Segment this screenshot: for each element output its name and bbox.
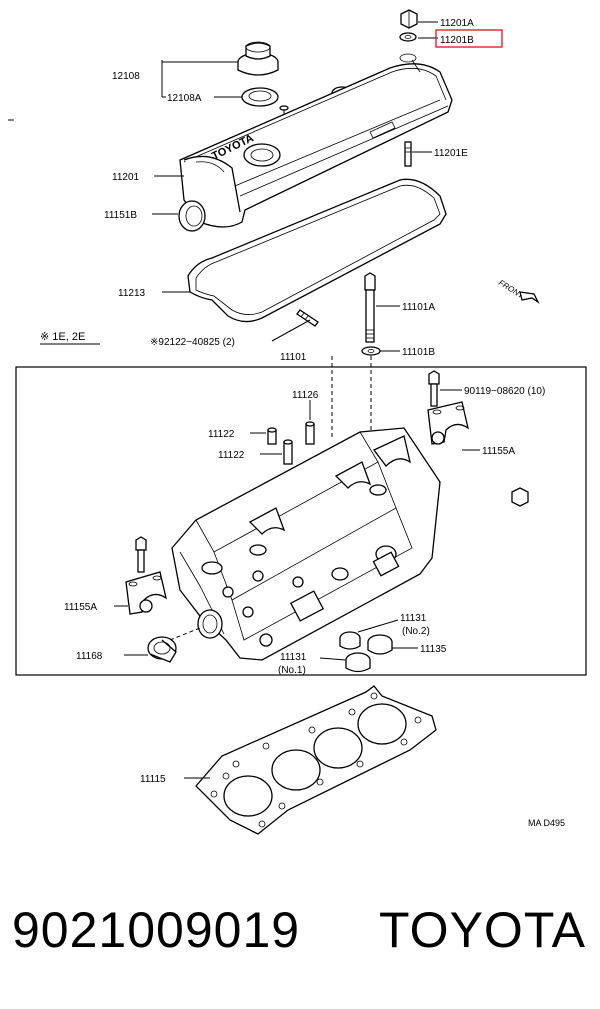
label-11151B: 11151B	[104, 210, 137, 221]
label-11155A-left: 11155A	[64, 602, 97, 613]
label-11126: 11126	[292, 390, 319, 401]
label-11168: 11168	[76, 651, 103, 662]
bearing-cap-right	[427, 401, 470, 445]
head-bolt-11101A	[364, 272, 376, 343]
label-12108A: 12108A	[167, 93, 202, 104]
bearing-cap-left	[125, 571, 168, 615]
dowel-pins	[267, 421, 315, 465]
label-11201: 11201	[112, 172, 140, 183]
bolt-left	[135, 536, 147, 573]
diagram-code: MA D495	[528, 818, 565, 828]
stud-92122	[296, 309, 319, 327]
highlight-box	[435, 29, 503, 48]
plug-11135	[367, 634, 393, 655]
front-arrow-icon	[519, 291, 540, 304]
cylinder-head-cover: TOYOTA	[179, 53, 453, 228]
assembly-frame	[15, 366, 587, 676]
label-11101: 11101	[280, 352, 307, 363]
stud-bolt-11201E	[404, 141, 412, 167]
seal-11168	[147, 636, 177, 663]
label-12108: 12108	[112, 71, 140, 82]
label-11131-no1-sub: (No.1)	[278, 665, 306, 676]
engine-note: ※ 1E, 2E	[40, 331, 85, 343]
label-11201E: 11201E	[434, 148, 468, 159]
head-cover-gasket	[187, 178, 447, 323]
label-11131-no1: 11131	[280, 652, 307, 663]
label-11131-no2-sub: (No.2)	[402, 626, 430, 637]
filler-cap-gasket	[241, 87, 279, 107]
oil-filler-cap	[237, 41, 279, 76]
label-11135: 11135	[420, 644, 447, 655]
washer-11101B	[361, 346, 381, 356]
nut-right	[511, 487, 529, 507]
cap-nut-part	[399, 9, 418, 42]
plug-11131-no1	[345, 652, 371, 673]
label-11201B: 11201B	[440, 35, 474, 46]
part-number: 9021009019	[12, 902, 301, 958]
label-11101A: 11101A	[402, 302, 435, 313]
label-90119: 90119−08620 (10)	[464, 386, 545, 397]
head-gasket	[195, 685, 437, 835]
cylinder-head	[171, 427, 441, 661]
bolt-90119	[428, 370, 440, 407]
label-11122-b: 11122	[218, 450, 245, 461]
label-11201A: 11201A	[440, 18, 474, 29]
label-11155A-right: 11155A	[482, 446, 515, 457]
label-11115: 11115	[140, 774, 166, 785]
plug-11131-no2	[339, 631, 361, 650]
label-11122-a: 11122	[208, 429, 235, 440]
brand-name: TOYOTA	[379, 902, 586, 958]
label-11101B: 11101B	[402, 347, 435, 358]
cam-seal-11151B	[178, 200, 206, 232]
label-11213: 11213	[118, 288, 146, 299]
label-11131-no2: 11131	[400, 613, 427, 624]
footer: 9021009019 TOYOTA	[0, 880, 600, 980]
label-92122: ※92122−40825 (2)	[150, 337, 235, 348]
